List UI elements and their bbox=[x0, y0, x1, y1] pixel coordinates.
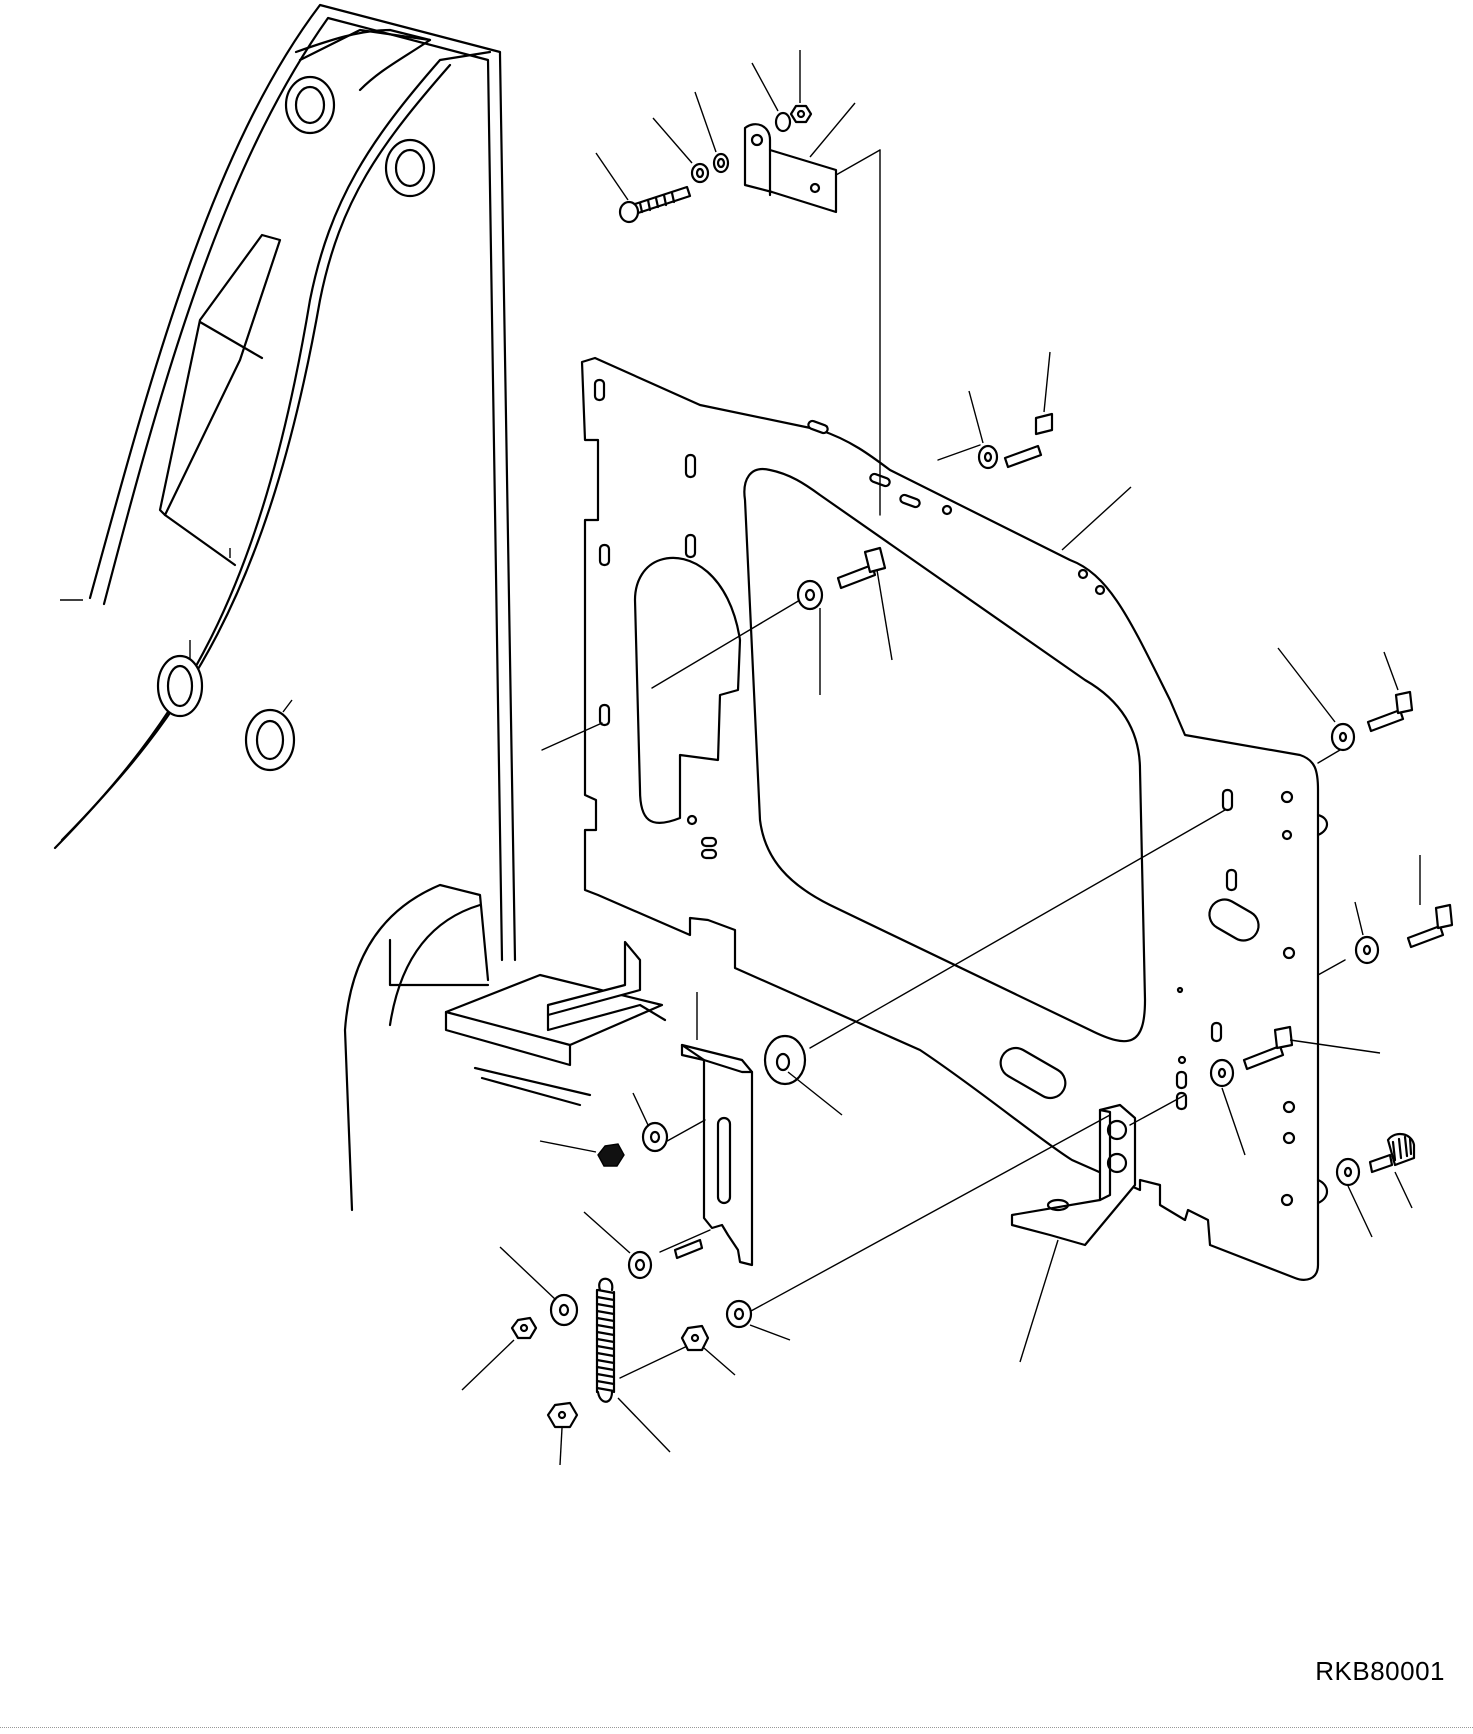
machine-frame bbox=[53, 3, 667, 1212]
bolt bbox=[1406, 924, 1445, 949]
fasteners bbox=[510, 104, 1454, 1429]
nut bbox=[680, 1324, 710, 1352]
nut bbox=[546, 1401, 579, 1429]
thumb-screw bbox=[1368, 1153, 1394, 1174]
bolt bbox=[1003, 444, 1043, 469]
washer bbox=[1209, 1058, 1235, 1088]
mounting-plate bbox=[580, 356, 1329, 1281]
nut bbox=[597, 1143, 625, 1167]
top-bracket bbox=[743, 123, 838, 214]
l-bracket bbox=[1010, 1103, 1137, 1247]
bolt bbox=[1242, 1044, 1285, 1071]
assembly-centerlines bbox=[541, 149, 1346, 1379]
washer bbox=[725, 1299, 753, 1329]
washer bbox=[641, 1121, 669, 1153]
spring bbox=[595, 1277, 616, 1403]
washer bbox=[977, 444, 999, 470]
nut bbox=[789, 104, 813, 124]
bolt bbox=[836, 563, 877, 590]
washer bbox=[549, 1293, 579, 1327]
bolt-top-left bbox=[618, 185, 692, 224]
washer bbox=[1354, 935, 1380, 965]
drawing-code: RKB80001 bbox=[1315, 1656, 1445, 1686]
large-washer bbox=[763, 1034, 807, 1086]
washer bbox=[774, 111, 792, 133]
latch-bracket bbox=[680, 1043, 754, 1267]
bolt bbox=[1366, 708, 1405, 733]
washer bbox=[1335, 1157, 1361, 1187]
nut bbox=[510, 1316, 538, 1340]
washer bbox=[690, 162, 710, 184]
page-border-dotted bbox=[0, 1727, 1473, 1728]
leader-lines bbox=[60, 50, 1421, 1466]
washer bbox=[1330, 722, 1356, 752]
washer bbox=[796, 579, 824, 611]
bolt bbox=[673, 1238, 704, 1260]
washer bbox=[627, 1250, 653, 1280]
washer bbox=[712, 152, 730, 174]
